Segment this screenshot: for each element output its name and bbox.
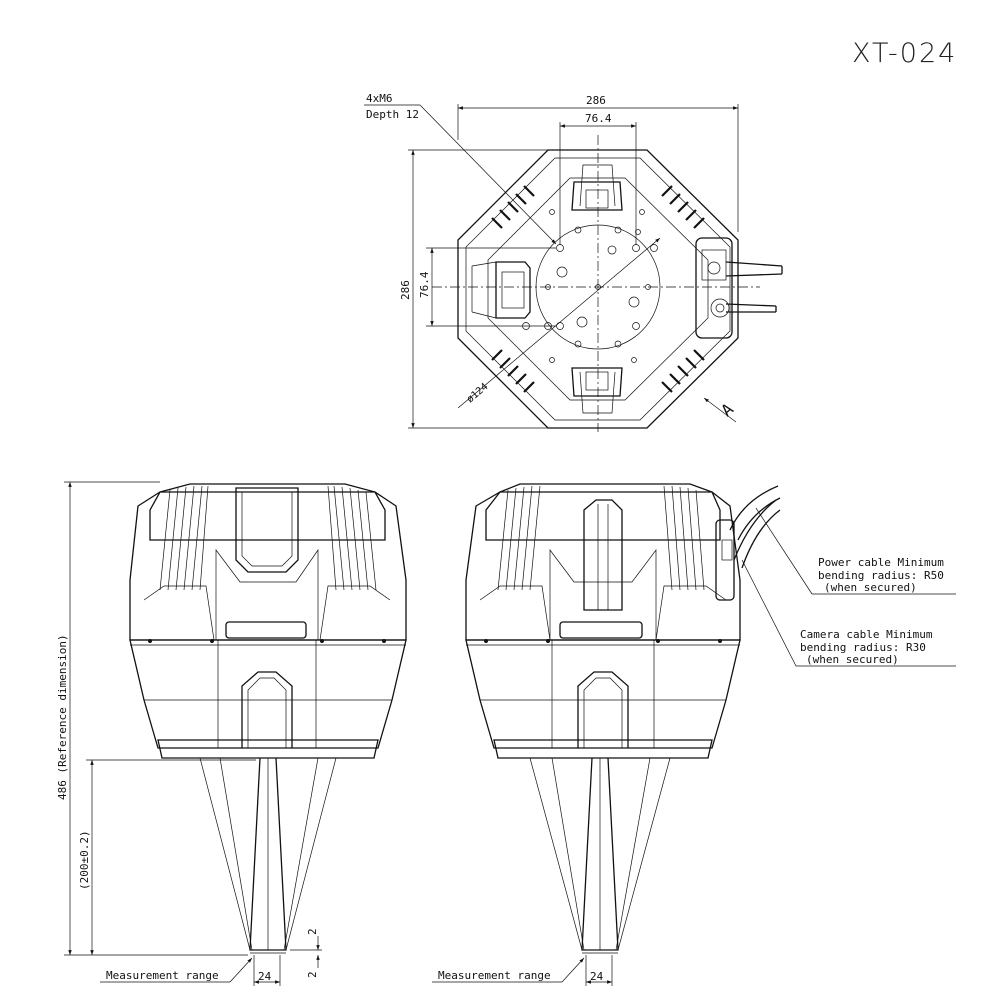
camera-cable-note-3: (when secured) xyxy=(806,653,899,666)
left-side-view: 486 (Reference dimension) (200±0.2) 2 2 … xyxy=(56,481,407,986)
power-cable-note-1: Power cable Minimum xyxy=(818,556,944,569)
measurement-range-right: Measurement range xyxy=(438,969,551,982)
top-height-dim: 286 xyxy=(399,280,412,300)
view-label: A xyxy=(717,399,737,420)
right-side-view: 24 Measurement range Power cable Minimum… xyxy=(432,483,956,986)
fin-hatching-top-right xyxy=(661,185,705,229)
power-cable-note-3: (when secured) xyxy=(824,581,917,594)
top-pitch-horizontal: 76.4 xyxy=(585,112,612,125)
measurement-range-left: Measurement range xyxy=(106,969,219,982)
gap-dim-upper: 2 xyxy=(306,928,319,935)
overall-height-dim: 486 (Reference dimension) xyxy=(56,634,69,800)
top-view: 286 76.4 286 76.4 4xM6 Depth 12 ø124 A xyxy=(364,92,783,432)
hole-callout: 4xM6 xyxy=(366,92,393,105)
fin-hatching-bottom-left xyxy=(491,349,535,393)
hole-depth: Depth 12 xyxy=(366,108,419,121)
power-cable-note-2: bending radius: R50 xyxy=(818,569,944,582)
fin-hatching-top-left xyxy=(491,185,535,229)
model-code: XT-024 xyxy=(852,38,957,69)
top-width-dim: 286 xyxy=(586,94,606,107)
circle-diameter: ø124 xyxy=(465,381,491,405)
tip-width-left: 24 xyxy=(258,970,272,983)
stand-off-dim: (200±0.2) xyxy=(78,830,91,890)
fin-hatching-bottom-right xyxy=(661,349,705,393)
top-pitch-vertical: 76.4 xyxy=(418,271,431,298)
camera-cable-note-1: Camera cable Minimum xyxy=(800,628,933,641)
mounting-holes xyxy=(522,209,658,363)
camera-cable-note-2: bending radius: R30 xyxy=(800,641,926,654)
gap-dim-lower: 2 xyxy=(306,971,319,978)
tip-width-right: 24 xyxy=(590,970,604,983)
